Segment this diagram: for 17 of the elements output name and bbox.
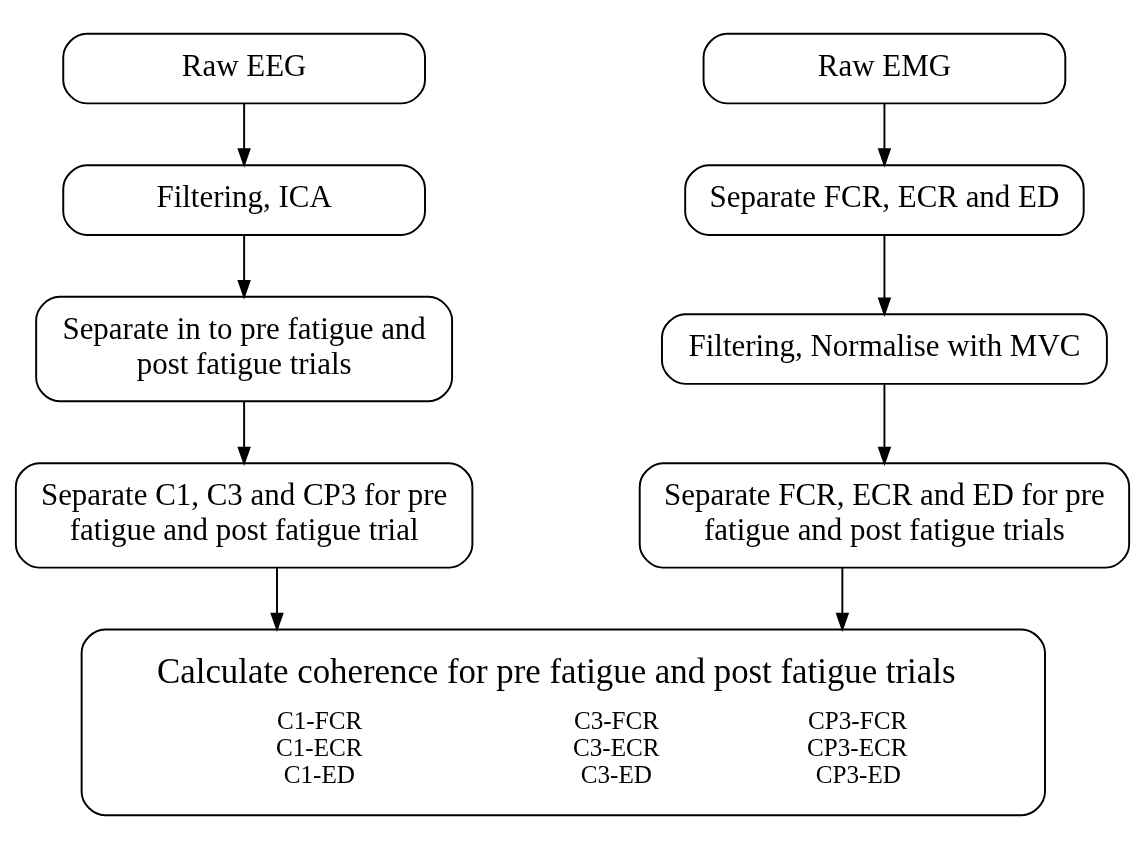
node-box: Filtering, Normalise with MVC (661, 313, 1108, 385)
node-box: Filtering, ICA (62, 164, 426, 236)
arrow (877, 383, 892, 467)
arrow (877, 102, 892, 168)
arrow (835, 566, 850, 632)
arrow (237, 234, 251, 300)
node-box: Separate FCR, ECR and ED for pre fatigue and post fatigue trials (638, 462, 1131, 569)
arrow (237, 102, 251, 168)
node-box: Raw EEG (62, 32, 426, 105)
arrow (877, 234, 892, 317)
node-box: Calculate coherence for pre fatigue and post fatigue trials C1-FCR C1-ECR C1-ED C3-FCR C3-ECR C3-ED CP3-FCR CP3-ECR CP3-ED (80, 628, 1046, 817)
arrow (237, 400, 251, 467)
node-box: Raw EMG (702, 32, 1067, 105)
node-box: Separate in to pre fatigue and post fatigue trials (35, 295, 454, 403)
arrow (270, 566, 284, 632)
node-box: Separate FCR, ECR and ED (684, 164, 1085, 236)
node-box: Separate C1, C3 and CP3 for pre fatigue and post fatigue trial (14, 462, 474, 569)
